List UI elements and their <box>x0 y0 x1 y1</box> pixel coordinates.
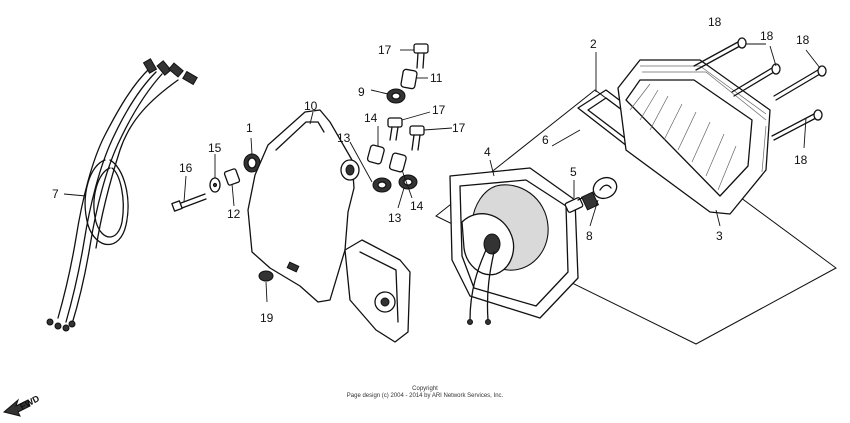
collar-14-left <box>366 144 385 165</box>
exploded-view-frame <box>435 89 837 345</box>
screw-18-c <box>773 65 827 101</box>
callout-10: 10 <box>304 99 318 113</box>
nut-9 <box>386 88 406 104</box>
collar-14-right <box>388 152 407 173</box>
fwd-arrow: FWD <box>2 393 41 417</box>
screw-18-a <box>693 37 747 71</box>
screw-17-top <box>413 43 429 69</box>
taillight-bracket-cover <box>247 109 411 343</box>
callout-5: 5 <box>570 165 577 179</box>
callout-18-c: 18 <box>796 33 810 47</box>
grommet-13-left <box>372 177 392 193</box>
screw-18-d <box>771 109 823 141</box>
taillight-lens <box>617 59 771 215</box>
callout-18-b: 18 <box>760 29 774 43</box>
callout-19: 19 <box>260 311 274 325</box>
grommet-19 <box>258 270 274 282</box>
wire-harness <box>46 58 198 332</box>
screw-17-middle-left <box>387 117 403 141</box>
callout-11: 11 <box>430 71 443 85</box>
callout-labels: 1 2 3 4 5 6 7 8 9 10 11 12 13 13 14 14 1… <box>52 15 810 325</box>
callout-4: 4 <box>484 145 491 159</box>
callout-12: 12 <box>227 207 241 221</box>
bulb-8 <box>580 176 618 211</box>
screw-18-b <box>731 63 781 97</box>
callout-9: 9 <box>358 85 365 99</box>
callout-17-right: 17 <box>452 121 466 135</box>
callout-18-d: 18 <box>794 153 808 167</box>
leader-lines <box>63 43 821 303</box>
callout-1: 1 <box>246 121 253 135</box>
callout-17-top: 17 <box>378 43 392 57</box>
copyright-title: Copyright <box>412 386 438 392</box>
callout-15: 15 <box>208 141 222 155</box>
callout-3: 3 <box>716 229 723 243</box>
callout-2: 2 <box>590 37 597 51</box>
grommet-13-right <box>398 174 418 190</box>
collar-12 <box>223 168 241 186</box>
callout-6: 6 <box>542 133 549 147</box>
copyright-notice: Page design (c) 2004 - 2014 by ARI Netwo… <box>346 393 504 399</box>
fwd-label: FWD <box>18 393 41 412</box>
washer-15-hole <box>212 182 218 188</box>
callout-13-upper: 13 <box>337 131 351 145</box>
taillight-base <box>449 167 579 325</box>
callout-14-upper: 14 <box>364 111 378 125</box>
callout-13-lower: 13 <box>388 211 402 225</box>
callout-17-middle: 17 <box>432 103 446 117</box>
callout-16: 16 <box>179 161 193 175</box>
callout-18-a: 18 <box>708 15 722 29</box>
callout-7: 7 <box>52 187 59 201</box>
callout-8: 8 <box>586 229 593 243</box>
callout-14-lower: 14 <box>410 199 424 213</box>
collar-11 <box>400 68 418 90</box>
screw-17-middle-right <box>409 125 425 151</box>
bolt-16 <box>171 193 207 212</box>
